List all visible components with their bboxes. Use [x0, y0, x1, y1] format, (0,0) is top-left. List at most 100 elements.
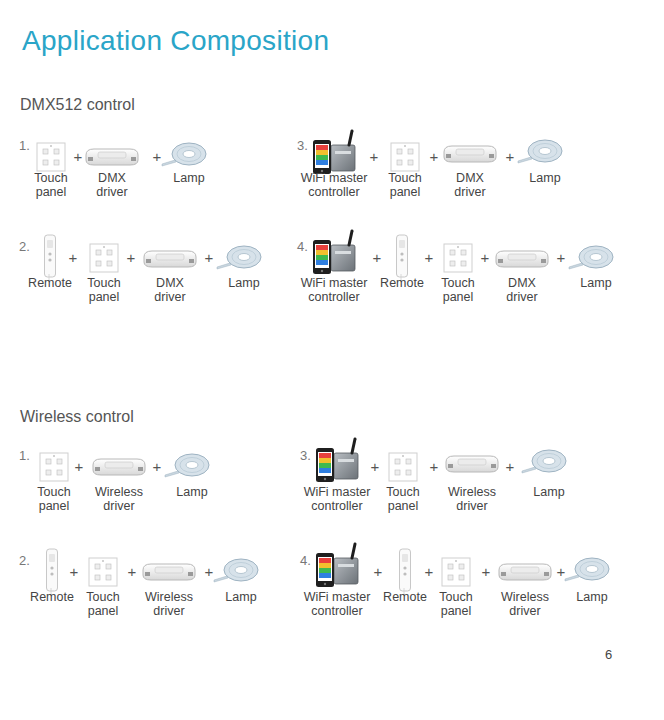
item-number: 1.	[19, 448, 30, 463]
lamp-image	[522, 450, 566, 473]
device-caption: Lamp	[163, 485, 221, 499]
device-caption-box: WiFi master controller	[294, 276, 374, 304]
lamp-image	[518, 140, 562, 163]
device-caption-box: Lamp	[516, 171, 574, 185]
touch-panel-image	[444, 244, 472, 272]
section-heading: Wireless control	[20, 408, 134, 426]
plus-sign: +	[69, 458, 89, 475]
item-number: 3.	[297, 138, 308, 153]
device-caption-box: Lamp	[160, 171, 218, 185]
plus-sign: +	[367, 249, 387, 266]
device-caption: Touch panel	[75, 276, 133, 304]
plus-sign: +	[199, 249, 219, 266]
device-caption: WiFi master controller	[297, 590, 377, 618]
device-caption: Touch panel	[25, 485, 83, 513]
device-caption-box: Touch panel	[429, 276, 487, 304]
plus-sign: +	[424, 458, 444, 475]
lamp-image	[565, 558, 609, 581]
device-caption: DMX driver	[493, 276, 551, 304]
device-caption-box: Lamp	[563, 590, 621, 604]
lamp-image	[217, 246, 261, 269]
device-caption-box: Wireless driver	[443, 485, 501, 513]
plus-sign: +	[365, 458, 385, 475]
plus-sign: +	[63, 249, 83, 266]
lamp-image	[162, 143, 206, 166]
wifi-controller-image	[316, 439, 358, 482]
plus-sign: +	[147, 458, 167, 475]
driver-image	[86, 149, 138, 165]
plus-sign: +	[419, 563, 439, 580]
device-caption-box: Remote	[376, 590, 434, 604]
plus-sign: +	[364, 148, 384, 165]
wifi-controller-image	[313, 131, 355, 174]
device-caption-box: Wireless driver	[140, 590, 198, 618]
item-number: 1.	[19, 138, 30, 153]
plus-sign: +	[121, 249, 141, 266]
device-caption: Touch panel	[376, 171, 434, 199]
touch-panel-image	[389, 453, 417, 481]
device-caption: Remote	[376, 590, 434, 604]
device-caption: Wireless driver	[90, 485, 148, 513]
driver-image	[496, 251, 548, 267]
device-caption-box: DMX driver	[83, 171, 141, 199]
device-caption-box: Touch panel	[22, 171, 80, 199]
driver-image	[144, 251, 196, 267]
lamp-image	[569, 246, 613, 269]
item-number: 2.	[19, 239, 30, 254]
touch-panel-image	[37, 143, 65, 171]
touch-panel-image	[391, 143, 419, 171]
driver-image	[499, 564, 551, 580]
touch-panel-image	[442, 558, 470, 586]
device-caption-box: Remote	[373, 276, 431, 290]
device-caption: Touch panel	[429, 276, 487, 304]
plus-sign: +	[147, 148, 167, 165]
driver-image	[446, 456, 498, 472]
device-caption-box: Lamp	[212, 590, 270, 604]
lamp-image	[165, 454, 209, 477]
device-caption: Remote	[21, 276, 79, 290]
remote-image	[47, 549, 58, 596]
device-caption: Lamp	[520, 485, 578, 499]
device-caption-box: Remote	[23, 590, 81, 604]
page-title: Application Composition	[22, 25, 329, 57]
device-caption-box: Touch panel	[75, 276, 133, 304]
device-caption: Touch panel	[74, 590, 132, 618]
device-caption-box: Touch panel	[427, 590, 485, 618]
device-caption: Remote	[373, 276, 431, 290]
plus-sign: +	[551, 563, 571, 580]
plus-sign: +	[368, 563, 388, 580]
item-number: 4.	[300, 553, 311, 568]
plus-sign: +	[551, 249, 571, 266]
plus-sign: +	[475, 249, 495, 266]
touch-panel-image	[40, 453, 68, 481]
device-caption: Lamp	[212, 590, 270, 604]
remote-image	[45, 235, 56, 282]
device-caption: Wireless driver	[140, 590, 198, 618]
device-caption-box: WiFi master controller	[294, 171, 374, 199]
plus-sign: +	[500, 458, 520, 475]
device-caption-box: Remote	[21, 276, 79, 290]
remote-image	[400, 549, 411, 596]
device-caption-box: Wireless driver	[496, 590, 554, 618]
device-caption: Remote	[23, 590, 81, 604]
device-caption-box: Wireless driver	[90, 485, 148, 513]
device-caption: Wireless driver	[496, 590, 554, 618]
section-heading: DMX512 control	[20, 96, 135, 114]
lamp-image	[214, 559, 258, 582]
device-caption: Lamp	[567, 276, 625, 290]
item-number: 3.	[300, 448, 311, 463]
plus-sign: +	[68, 148, 88, 165]
item-number: 2.	[19, 553, 30, 568]
device-caption-box: Lamp	[520, 485, 578, 499]
driver-image	[93, 459, 145, 475]
device-caption: Touch panel	[22, 171, 80, 199]
device-caption: Lamp	[563, 590, 621, 604]
device-caption: DMX driver	[83, 171, 141, 199]
plus-sign: +	[122, 563, 142, 580]
device-caption-box: WiFi master controller	[297, 485, 377, 513]
driver-image	[143, 564, 195, 580]
touch-panel-image	[89, 558, 117, 586]
device-caption: Touch panel	[427, 590, 485, 618]
device-caption: DMX driver	[441, 171, 499, 199]
touch-panel-image	[90, 244, 118, 272]
